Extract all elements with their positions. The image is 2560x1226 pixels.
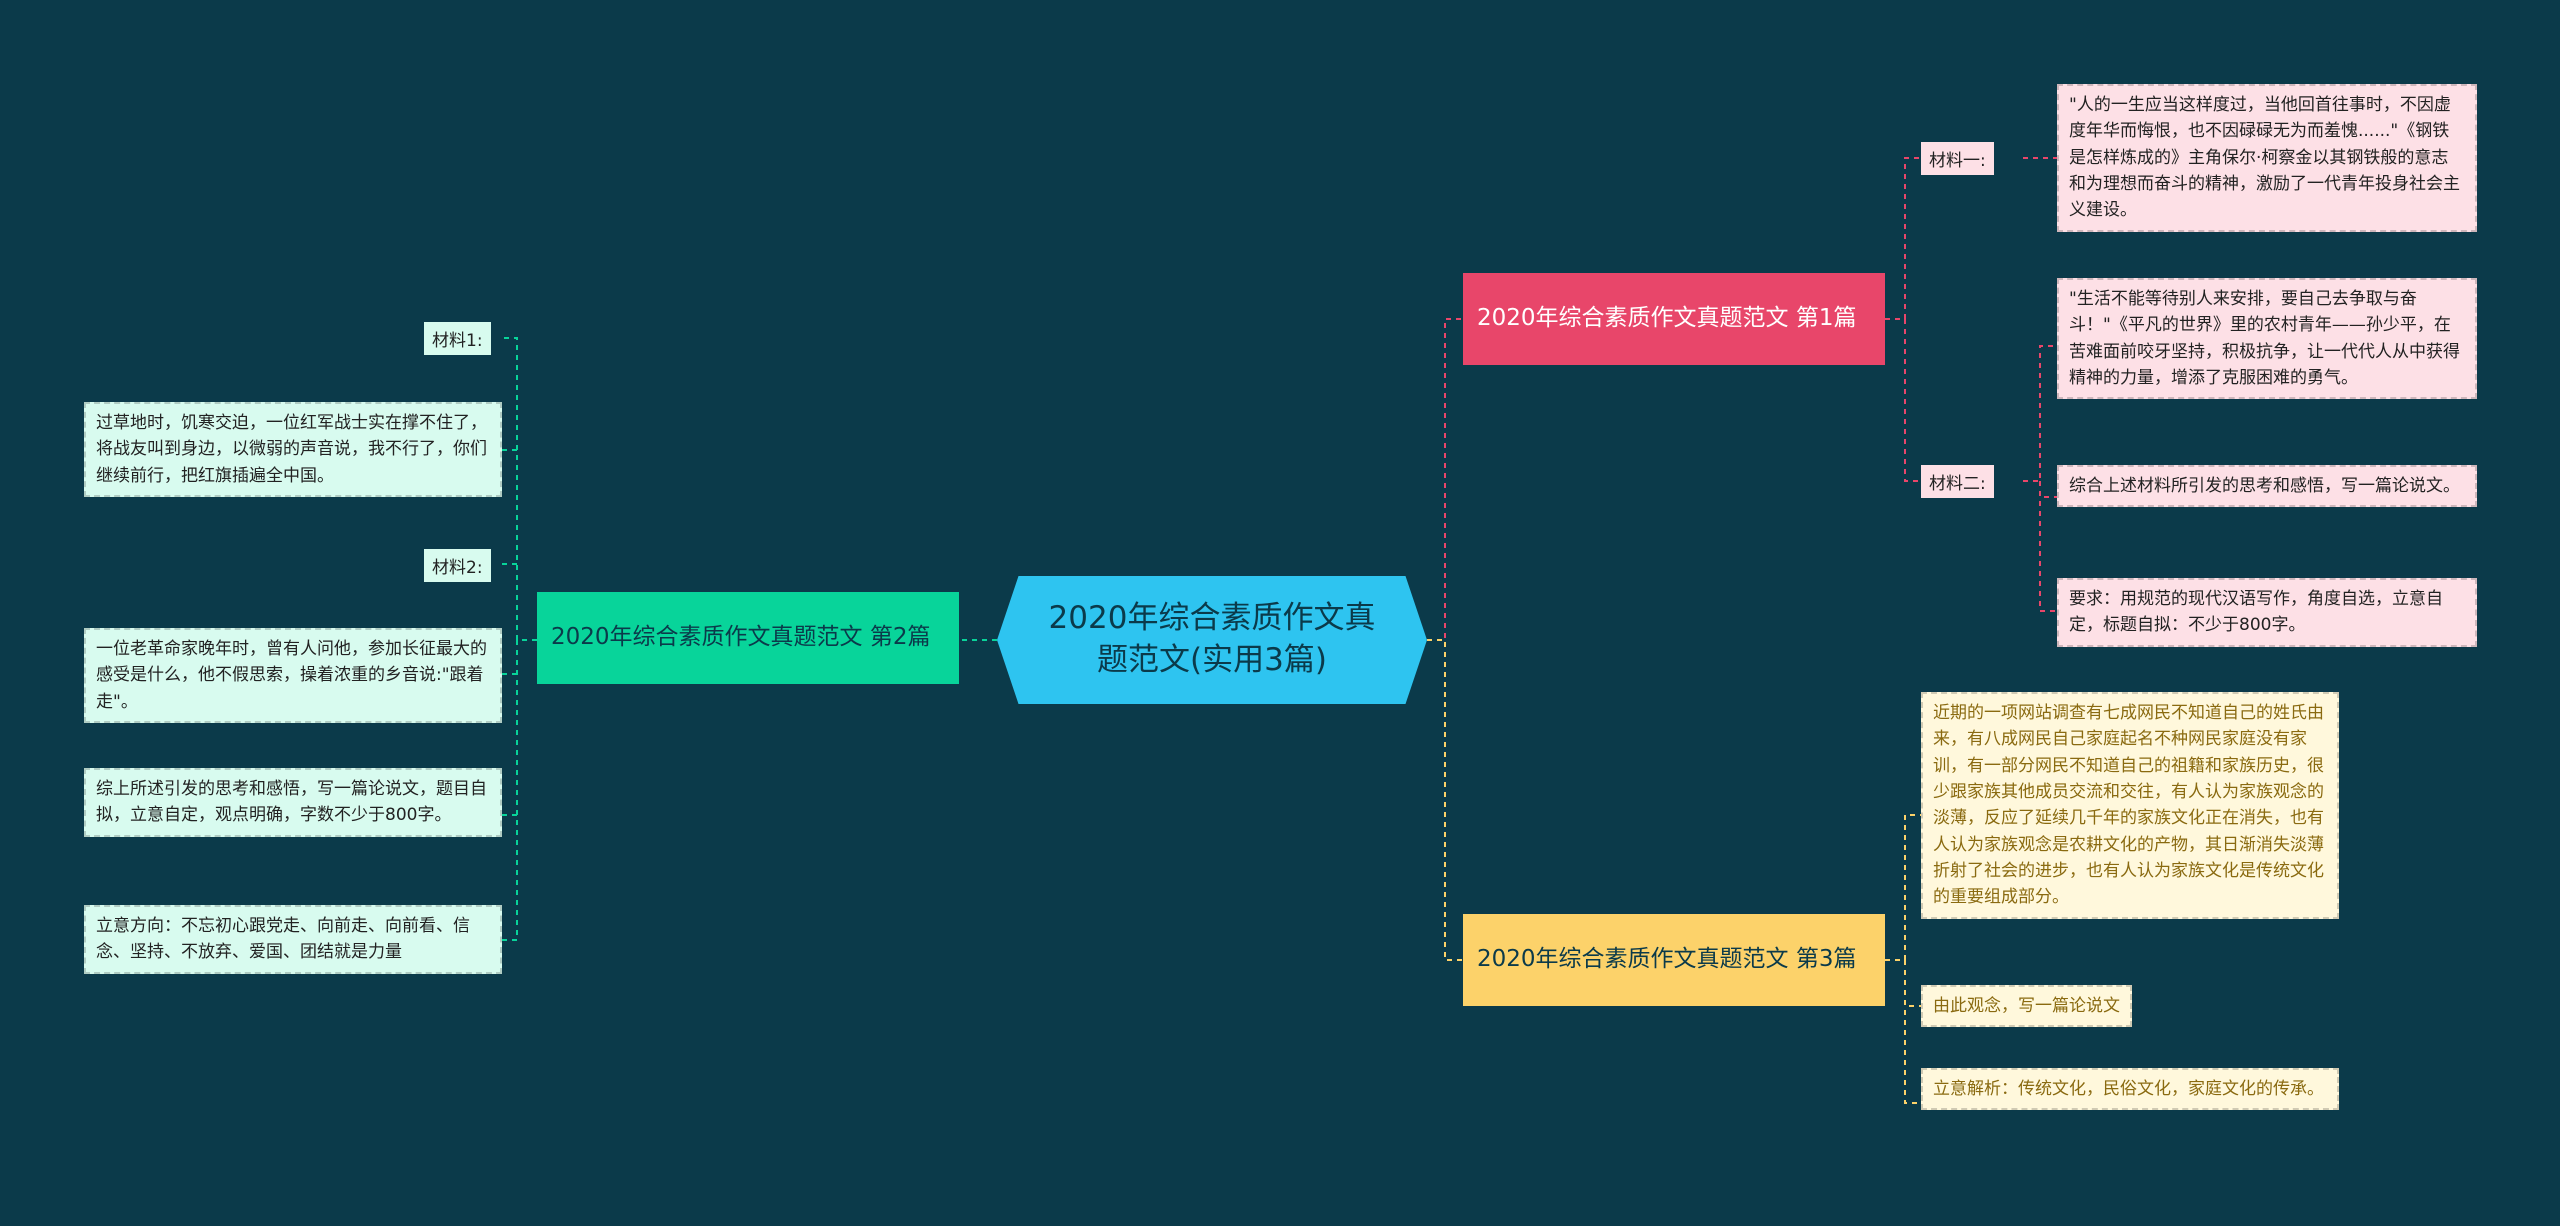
branch-1-title: 2020年综合素质作文真题范文 第1篇 (1477, 305, 1857, 332)
edge-label2-leaves (2023, 345, 2057, 612)
leaf-material-two-text[interactable]: "生活不能等待别人来安排，要自己去争取与奋斗！"《平凡的世界》里的农村青年——孙… (2057, 278, 2477, 400)
branch-3-title: 2020年综合素质作文真题范文 第3篇 (1477, 946, 1857, 973)
branch-node-3[interactable]: 2020年综合素质作文真题范文 第3篇 (1463, 914, 1885, 1006)
edge-b1-label2 (1885, 318, 1921, 482)
edge-root-b1 (1427, 318, 1463, 641)
root-title: 2020年综合素质作文真题范文(实用3篇) (1048, 600, 1376, 678)
label-material-one[interactable]: 材料一: (1921, 142, 1994, 175)
leaf-branch2-direction[interactable]: 立意方向：不忘初心跟党走、向前走、向前看、信念、坚持、不放弃、爱国、团结就是力量 (84, 905, 502, 974)
leaf-branch3-task[interactable]: 由此观念，写一篇论说文 (1921, 985, 2132, 1028)
leaf-material-two-task[interactable]: 综合上述材料所引发的思考和感悟，写一篇论说文。 (2057, 465, 2477, 508)
edge-b2-leaves (502, 337, 537, 941)
label-material-two[interactable]: 材料二: (1921, 465, 1994, 498)
leaf-branch3-survey[interactable]: 近期的一项网站调查有七成网民不知道自己的姓氏由来，有八成网民自己家庭起名不种网民… (1921, 692, 2339, 919)
leaf-branch2-task[interactable]: 综上所述引发的思考和感悟，写一篇论说文，题目自拟，立意自定，观点明确，字数不少于… (84, 768, 502, 837)
branch-2-title: 2020年综合素质作文真题范文 第2篇 (551, 624, 931, 651)
branch-node-1[interactable]: 2020年综合素质作文真题范文 第1篇 (1463, 273, 1885, 365)
edge-b3-leaves (1885, 814, 1921, 1104)
leaf-branch3-analysis[interactable]: 立意解析：传统文化，民俗文化，家庭文化的传承。 (1921, 1068, 2339, 1111)
leaf-material-2-text[interactable]: 一位老革命家晚年时，曾有人问他，参加长征最大的感受是什么，他不假思索，操着浓重的… (84, 628, 502, 724)
label-material-1[interactable]: 材料1: (424, 322, 491, 355)
root-node[interactable]: 2020年综合素质作文真题范文(实用3篇) (997, 576, 1427, 704)
edge-root-b3 (1427, 639, 1463, 961)
leaf-material-1-text[interactable]: 过草地时，饥寒交迫，一位红军战士实在撑不住了，将战友叫到身边，以微弱的声音说，我… (84, 402, 502, 498)
branch-node-2[interactable]: 2020年综合素质作文真题范文 第2篇 (537, 592, 959, 684)
edge-b1-label1 (1885, 157, 1921, 320)
leaf-material-one-text[interactable]: "人的一生应当这样度过，当他回首往事时，不因虚度年华而悔恨，也不因碌碌无为而羞愧… (2057, 84, 2477, 232)
label-material-2[interactable]: 材料2: (424, 549, 491, 582)
leaf-material-two-requirement[interactable]: 要求：用规范的现代汉语写作，角度自选，立意自定，标题自拟：不少于800字。 (2057, 578, 2477, 647)
